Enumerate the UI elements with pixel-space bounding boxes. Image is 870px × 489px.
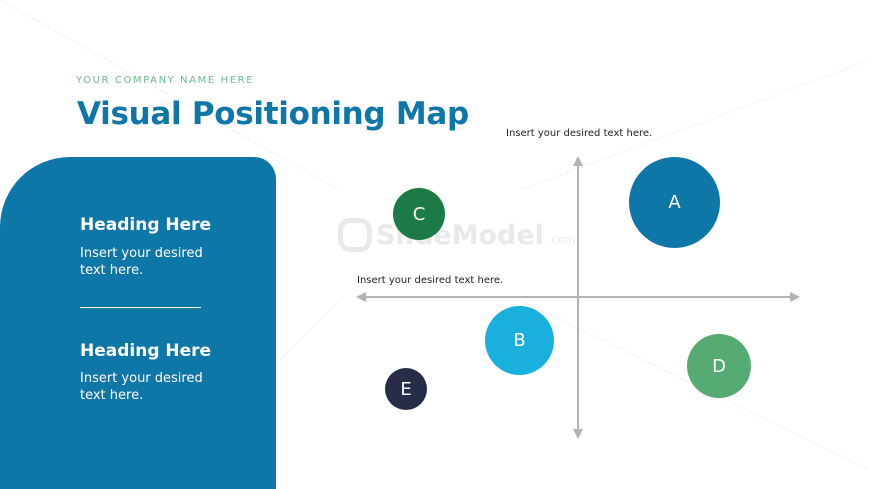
panel-divider: [80, 307, 201, 308]
bubble-e: E: [385, 368, 427, 410]
bubble-a: A: [629, 157, 720, 248]
page-title: Visual Positioning Map: [77, 96, 469, 132]
bubble-c: C: [393, 188, 445, 240]
watermark-icon: [338, 218, 372, 252]
panel-heading-2: Heading Here: [80, 341, 212, 361]
watermark-logo: SlideModel .com: [338, 218, 575, 252]
panel-heading-1: Heading Here: [80, 215, 212, 235]
bubble-e-label: E: [400, 378, 412, 400]
bubble-d: D: [687, 334, 751, 398]
bubble-c-label: C: [412, 203, 426, 225]
horizontal-axis-arrow-left: [356, 292, 366, 302]
panel-text-1: Insert your desired text here.: [80, 246, 203, 278]
bubble-b: B: [485, 306, 554, 375]
bubble-d-label: D: [712, 355, 726, 377]
bubble-a-label: A: [668, 192, 681, 213]
watermark-suffix: .com: [547, 232, 575, 246]
vertical-axis-label: Insert your desired text here.: [506, 128, 653, 139]
vertical-axis-arrow-top: [573, 156, 583, 166]
vertical-axis-arrow-bottom: [573, 429, 583, 439]
panel-text-2: Insert your desired text here.: [80, 371, 203, 403]
horizontal-axis-label: Insert your desired text here.: [357, 275, 504, 286]
side-panel: [0, 157, 276, 489]
bubble-b-label: B: [513, 330, 526, 351]
company-name: YOUR COMPANY NAME HERE: [76, 75, 255, 86]
horizontal-axis-arrow-right: [790, 292, 800, 302]
